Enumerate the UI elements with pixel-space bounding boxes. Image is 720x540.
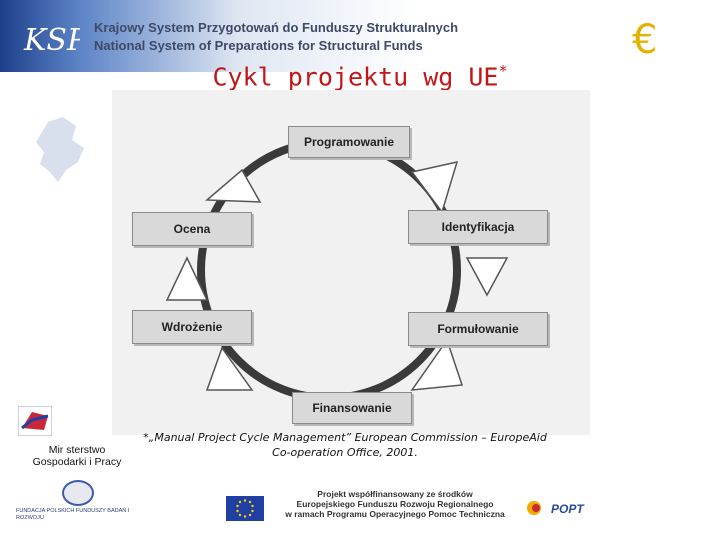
ministry-line-2: Gospodarki i Pracy — [32, 456, 122, 468]
fund-logo-text: FUNDACJA POLSKICH FUNDUSZY BADAŃ I ROZWO… — [16, 508, 130, 521]
stage-ocena: Ocena — [132, 212, 252, 246]
arrow-wdrozenie-to-ocena — [165, 256, 209, 301]
header-banner: KSP Krajowy System Przygotowań do Fundus… — [0, 0, 720, 72]
narodowy-plan-logo — [18, 406, 52, 436]
slide-title: Cykl projektu wg UE* — [0, 62, 720, 91]
stage-programowanie: Programowanie — [288, 126, 410, 158]
project-line-3: w ramach Programu Operacyjnego Pomoc Tec… — [285, 509, 505, 519]
stage-finansowanie: Finansowanie — [292, 392, 412, 424]
arrow-formulowanie-to-finansowanie — [410, 338, 464, 391]
title-marker: * — [498, 62, 508, 80]
project-line-1: Projekt współfinansowany ze środków — [317, 489, 473, 499]
stage-identyfikacja: Identyfikacja — [408, 210, 548, 244]
fund-logo-icon — [62, 480, 94, 506]
ministry-line-1: Mir sterstwo — [48, 444, 106, 456]
arrow-finansowanie-to-wdrozenie — [205, 346, 254, 391]
footnote-line-1: *„Manual Project Cycle Management” Europ… — [143, 431, 547, 444]
project-cycle-diagram: Programowanie Identyfikacja Formułowanie… — [112, 90, 590, 435]
header-line-pl: Krajowy System Przygotowań do Funduszy S… — [94, 20, 459, 35]
euro-icon: € — [632, 17, 658, 63]
project-cofinancing-text: Projekt współfinansowany ze środków Euro… — [270, 489, 520, 519]
header-line-en: National System of Preparations for Stru… — [94, 38, 423, 53]
popt-label: POPT — [551, 502, 584, 516]
title-text: Cykl projektu wg UE — [212, 62, 499, 92]
arrow-programowanie-to-identyfikacja — [410, 160, 459, 214]
project-line-2: Europejskiego Funduszu Rozwoju Regionaln… — [296, 499, 494, 509]
logo-text: KSP — [23, 23, 80, 58]
eu-flag-icon — [226, 496, 264, 521]
stage-formulowanie: Formułowanie — [408, 312, 548, 346]
stage-wdrozenie: Wdrożenie — [132, 310, 252, 344]
ministry-logo-text: Mir sterstwo Gospodarki i Pracy — [25, 444, 129, 468]
arrow-ocena-to-programowanie — [205, 168, 262, 203]
europe-map-icon — [36, 117, 84, 182]
source-footnote: *„Manual Project Cycle Management” Europ… — [130, 430, 560, 460]
footnote-line-2: Co-operation Office, 2001. — [272, 446, 418, 459]
ksp-logo: KSP — [23, 23, 80, 58]
arrow-identyfikacja-to-formulowanie — [465, 257, 509, 297]
popt-logo-icon — [527, 501, 541, 515]
